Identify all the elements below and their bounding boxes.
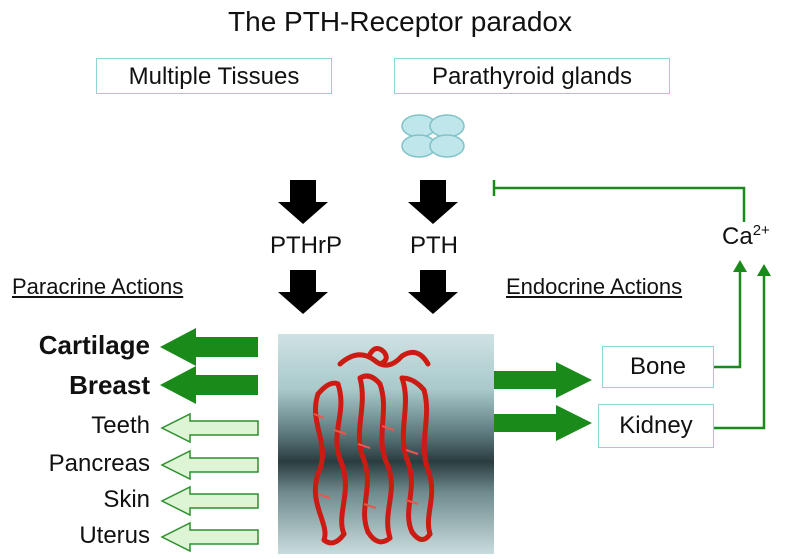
pthrp-label: PTHrP: [270, 232, 342, 259]
pth-receptor-structure: [278, 334, 494, 554]
down-arrow-pthrp-top: [278, 180, 328, 224]
arrow-to-pancreas: [160, 449, 259, 481]
diagram-title: The PTH-Receptor paradox: [228, 6, 572, 37]
arrow-to-uterus: [160, 521, 259, 553]
receptor-ribbon: [312, 346, 435, 546]
target-skin: Skin: [103, 486, 150, 513]
target-pancreas: Pancreas: [48, 450, 150, 477]
down-arrow-pthrp-bottom: [278, 270, 328, 314]
bone-to-calcium-line: [714, 268, 742, 369]
paracrine-actions-heading: Paracrine Actions: [12, 274, 184, 299]
kidney-box: Kidney: [598, 404, 714, 448]
arrow-to-kidney: [494, 405, 592, 441]
calcium-charge: 2+: [752, 222, 770, 239]
pth-label: PTH: [410, 232, 458, 259]
bone-box: Bone: [602, 346, 714, 388]
arrow-to-teeth: [160, 412, 259, 444]
arrow-to-breast: [160, 366, 258, 404]
bone-calcium-arrowhead: [733, 260, 747, 272]
arrow-to-bone: [494, 362, 592, 398]
arrow-to-cartilage: [160, 328, 258, 366]
target-teeth: Teeth: [91, 412, 150, 439]
parathyroid-glands-box: Parathyroid glands: [394, 58, 670, 94]
target-cartilage: Cartilage: [38, 330, 150, 360]
down-arrow-pth-top: [408, 180, 458, 224]
arrow-to-skin: [160, 485, 259, 517]
parathyroid-gland-icon: [401, 114, 465, 158]
calcium-label: Ca2+: [722, 222, 770, 251]
down-arrow-pth-bottom: [408, 270, 458, 314]
kidney-to-calcium-line: [714, 272, 766, 430]
calcium-base: Ca: [722, 223, 753, 250]
target-uterus: Uterus: [79, 522, 150, 549]
target-breast: Breast: [69, 370, 150, 400]
endocrine-actions-heading: Endocrine Actions: [506, 274, 683, 299]
kidney-calcium-arrowhead: [757, 264, 771, 276]
calcium-feedback-line: [494, 186, 746, 222]
multiple-tissues-box: Multiple Tissues: [96, 58, 332, 94]
